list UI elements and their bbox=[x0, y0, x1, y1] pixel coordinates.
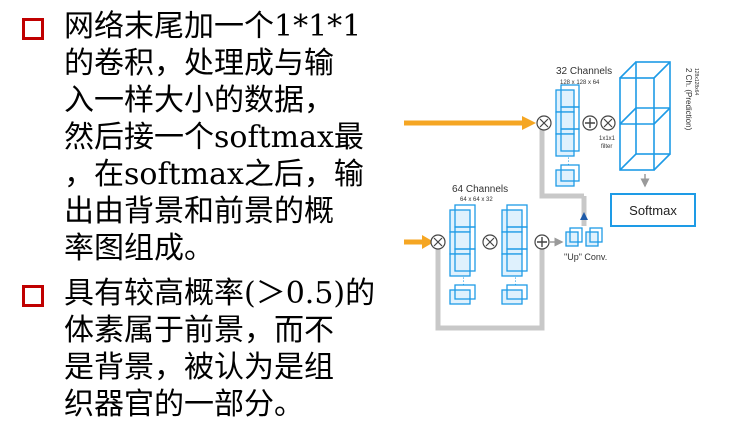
multiply-op-icon bbox=[430, 234, 446, 250]
filter-label: filter bbox=[601, 144, 612, 150]
bullet-1-line: 率图组成。 bbox=[64, 231, 214, 266]
vnet-output-diagram: 32 Channels 128 x 128 x 64 ⋮ 1x1x1 filte… bbox=[404, 61, 699, 331]
channels-32-label: 32 Channels bbox=[556, 66, 612, 77]
bullet-1-line: 的卷积，处理成与输 bbox=[64, 46, 334, 81]
output-dims: 128x128x64 bbox=[693, 68, 699, 95]
bullet-text-1: 网络末尾加一个1*1*1 的卷积，处理成与输 入一样大小的数据， 然后接一个so… bbox=[64, 8, 402, 267]
square-bullet-icon bbox=[22, 285, 44, 307]
softmax-label: Softmax bbox=[629, 203, 677, 218]
bullet-item-2: 具有较高概率(＞0.5)的 体素属于前景，而不 是背景，被认为是组 织器官的一部… bbox=[22, 275, 402, 423]
add-op-icon bbox=[582, 115, 598, 131]
upconv-up-arrow-icon bbox=[580, 212, 588, 220]
skip-connections bbox=[435, 122, 587, 331]
bullet-1-line: 出由背景和前景的概 bbox=[64, 194, 334, 229]
ellipsis-top: ⋮ bbox=[564, 156, 573, 166]
add-op-icon bbox=[534, 234, 550, 250]
bullet-2-line: 织器官的一部分。 bbox=[64, 387, 304, 422]
square-bullet-icon bbox=[22, 18, 44, 40]
bullet-text-2: 具有较高概率(＞0.5)的 体素属于前景，而不 是背景，被认为是组 织器官的一部… bbox=[64, 275, 402, 423]
channels-64-label: 64 Channels bbox=[452, 184, 508, 195]
channels-64-dims: 64 x 64 x 32 bbox=[460, 197, 493, 203]
output-label: 2 Ch. (Prediction) bbox=[684, 68, 693, 131]
cube-stack-64-b bbox=[501, 204, 528, 305]
filter-dims: 1x1x1 bbox=[599, 136, 616, 142]
bullet-1-line: 然后接一个softmax最 bbox=[64, 120, 364, 155]
upconv-cubes bbox=[565, 227, 603, 247]
bullet-1-line: ，在softmax之后，输 bbox=[64, 157, 364, 192]
bullet-1-line: 入一样大小的数据， bbox=[64, 83, 334, 118]
bullet-item-1: 网络末尾加一个1*1*1 的卷积，处理成与输 入一样大小的数据， 然后接一个so… bbox=[22, 8, 402, 267]
bullet-1-line: 网络末尾加一个1*1*1 bbox=[64, 9, 362, 44]
input-arrows bbox=[404, 116, 536, 249]
cube-stack-64-a bbox=[449, 204, 476, 305]
upconv-label: "Up" Conv. bbox=[564, 252, 607, 262]
bullet-list: 网络末尾加一个1*1*1 的卷积，处理成与输 入一样大小的数据， 然后接一个so… bbox=[22, 8, 402, 431]
multiply-op-icon bbox=[482, 234, 498, 250]
channels-32-dims: 128 x 128 x 64 bbox=[560, 80, 600, 86]
bullet-2-line: 体素属于前景，而不 bbox=[64, 313, 334, 348]
bullet-2-line: 是背景，被认为是组 bbox=[64, 350, 334, 385]
ellipsis-bottom-a: ⋮ bbox=[459, 276, 468, 286]
output-text-group: 2 Ch. (Prediction) 128x128x64 bbox=[684, 68, 699, 131]
bullet-2-line: 具有较高概率(＞0.5)的 bbox=[64, 276, 376, 311]
cube-stack-32 bbox=[555, 84, 580, 187]
ellipsis-bottom-b: ⋮ bbox=[511, 276, 520, 286]
prediction-output-box bbox=[619, 61, 671, 171]
multiply-op-icon bbox=[600, 115, 616, 131]
multiply-op-icon bbox=[536, 115, 552, 131]
softmax-box: Softmax bbox=[610, 193, 696, 227]
